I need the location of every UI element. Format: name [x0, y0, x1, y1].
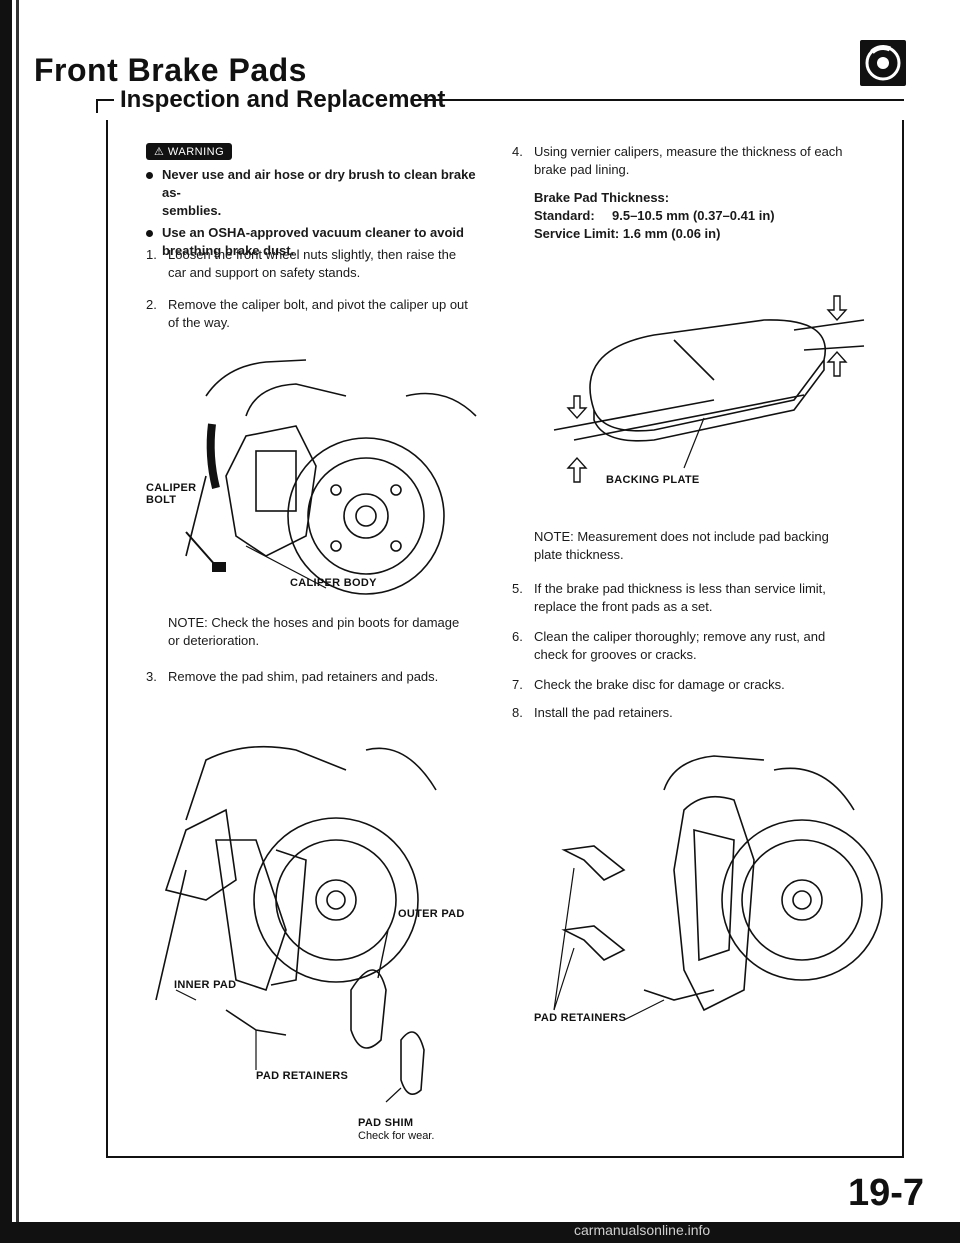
step-number: 7.: [512, 677, 523, 692]
page-edge-bar: [0, 0, 12, 1243]
page-subtitle: Inspection and Replacement: [120, 86, 446, 113]
step-text: Loosen the front wheel nuts slightly, th…: [168, 247, 457, 262]
pad-retainers-illustration: [534, 750, 884, 1050]
content-frame: [106, 120, 904, 1158]
note-line: NOTE: Check the hoses and pin boots for …: [168, 615, 460, 630]
warning-item-1-line-1: Never use and air hose or dry brush to c…: [162, 167, 476, 200]
step-text: Clean the caliper thoroughly; remove any…: [534, 629, 826, 644]
caliper-body-label: CALIPER BODY: [290, 577, 377, 589]
warning-badge: ⚠ WARNING: [146, 143, 233, 160]
note-line: or deterioration.: [168, 633, 260, 648]
bullet-icon: [146, 172, 153, 179]
subtitle-rule-right: [414, 99, 904, 101]
pad-thickness-illustration: [534, 290, 884, 490]
spec-service-label: Service Limit:: [534, 226, 620, 241]
bullet-icon: [146, 230, 153, 237]
warning-icon: ⚠: [154, 146, 168, 158]
warning-label: WARNING: [167, 146, 225, 158]
step-2: 2. Remove the caliper bolt, and pivot th…: [146, 296, 486, 332]
spec-title: Brake Pad Thickness:: [534, 190, 670, 205]
label-line: BOLT: [146, 494, 177, 506]
step-text: If the brake pad thickness is less than …: [534, 581, 826, 596]
step-6: 6. Clean the caliper thoroughly; remove …: [512, 628, 884, 664]
inner-pad-label: INNER PAD: [174, 979, 237, 991]
spec-service-value: 1.6 mm (0.06 in): [622, 226, 721, 241]
step-5: 5. If the brake pad thickness is less th…: [512, 580, 884, 616]
warning-item-1-line-2: semblies.: [162, 203, 222, 218]
step-text: Using vernier calipers, measure the thic…: [534, 144, 843, 159]
note-line: NOTE: Measurement does not include pad b…: [534, 529, 829, 544]
pad-retainers-label: PAD RETAINERS: [256, 1070, 349, 1082]
step-text: Remove the caliper bolt, and pivot the c…: [168, 297, 468, 312]
label-line: CALIPER: [146, 482, 197, 494]
step-4: 4. Using vernier calipers, measure the t…: [512, 143, 884, 243]
step-1: 1. Loosen the front wheel nuts slightly,…: [146, 246, 486, 282]
step-text: check for grooves or cracks.: [534, 647, 697, 662]
step-text: Remove the pad shim, pad retainers and p…: [168, 669, 439, 684]
page-number: 19-7: [848, 1172, 925, 1214]
warning-item-2-line-1: Use an OSHA-approved vacuum cleaner to a…: [162, 225, 464, 240]
bottom-band: [0, 1222, 960, 1243]
caliper-bolt-illustration: [146, 356, 486, 596]
outer-pad-label: OUTER PAD: [398, 908, 465, 920]
note-line: plate thickness.: [534, 547, 624, 562]
step-number: 5.: [512, 581, 523, 596]
caliper-bolt-label: CALIPER BOLT: [146, 482, 196, 506]
step-text: brake pad lining.: [534, 162, 630, 177]
pad-retainers-label-right: PAD RETAINERS: [534, 1012, 627, 1024]
step-text: car and support on safety stands.: [168, 265, 361, 280]
pad-shim-label: PAD SHIM: [358, 1117, 414, 1129]
step-8: 8. Install the pad retainers.: [512, 704, 884, 722]
step-number: 3.: [146, 669, 157, 684]
step-7: 7. Check the brake disc for damage or cr…: [512, 676, 884, 694]
pad-removal-illustration: [146, 730, 486, 1120]
note-hoses: NOTE: Check the hoses and pin boots for …: [168, 614, 488, 650]
subtitle-rule-left: [96, 99, 114, 101]
step-number: 2.: [146, 297, 157, 312]
watermark: carmanualsonline.info: [574, 1222, 711, 1238]
step-text: Install the pad retainers.: [534, 705, 673, 720]
step-number: 6.: [512, 629, 523, 644]
check-wear-label: Check for wear.: [358, 1130, 435, 1142]
note-backing: NOTE: Measurement does not include pad b…: [534, 528, 886, 564]
warning-list: Never use and air hose or dry brush to c…: [146, 166, 476, 260]
step-number: 8.: [512, 705, 523, 720]
spec-standard-value: 9.5–10.5 mm (0.37–0.41 in): [612, 208, 775, 223]
step-text: Check the brake disc for damage or crack…: [534, 677, 785, 692]
page-title: Front Brake Pads: [34, 52, 307, 88]
step-number: 4.: [512, 144, 523, 159]
subtitle-rule-tick: [96, 99, 98, 113]
warning-item-2-line-2: breathing brake dust.: [162, 243, 295, 258]
step-3: 3. Remove the pad shim, pad retainers an…: [146, 668, 486, 686]
step-text: of the way.: [168, 315, 230, 330]
spec-standard-label: Standard:: [534, 208, 595, 223]
step-number: 1.: [146, 247, 157, 262]
page-edge-line: [16, 0, 19, 1243]
backing-plate-label: BACKING PLATE: [606, 474, 700, 486]
brake-section-icon: [860, 40, 906, 86]
step-text: replace the front pads as a set.: [534, 599, 713, 614]
